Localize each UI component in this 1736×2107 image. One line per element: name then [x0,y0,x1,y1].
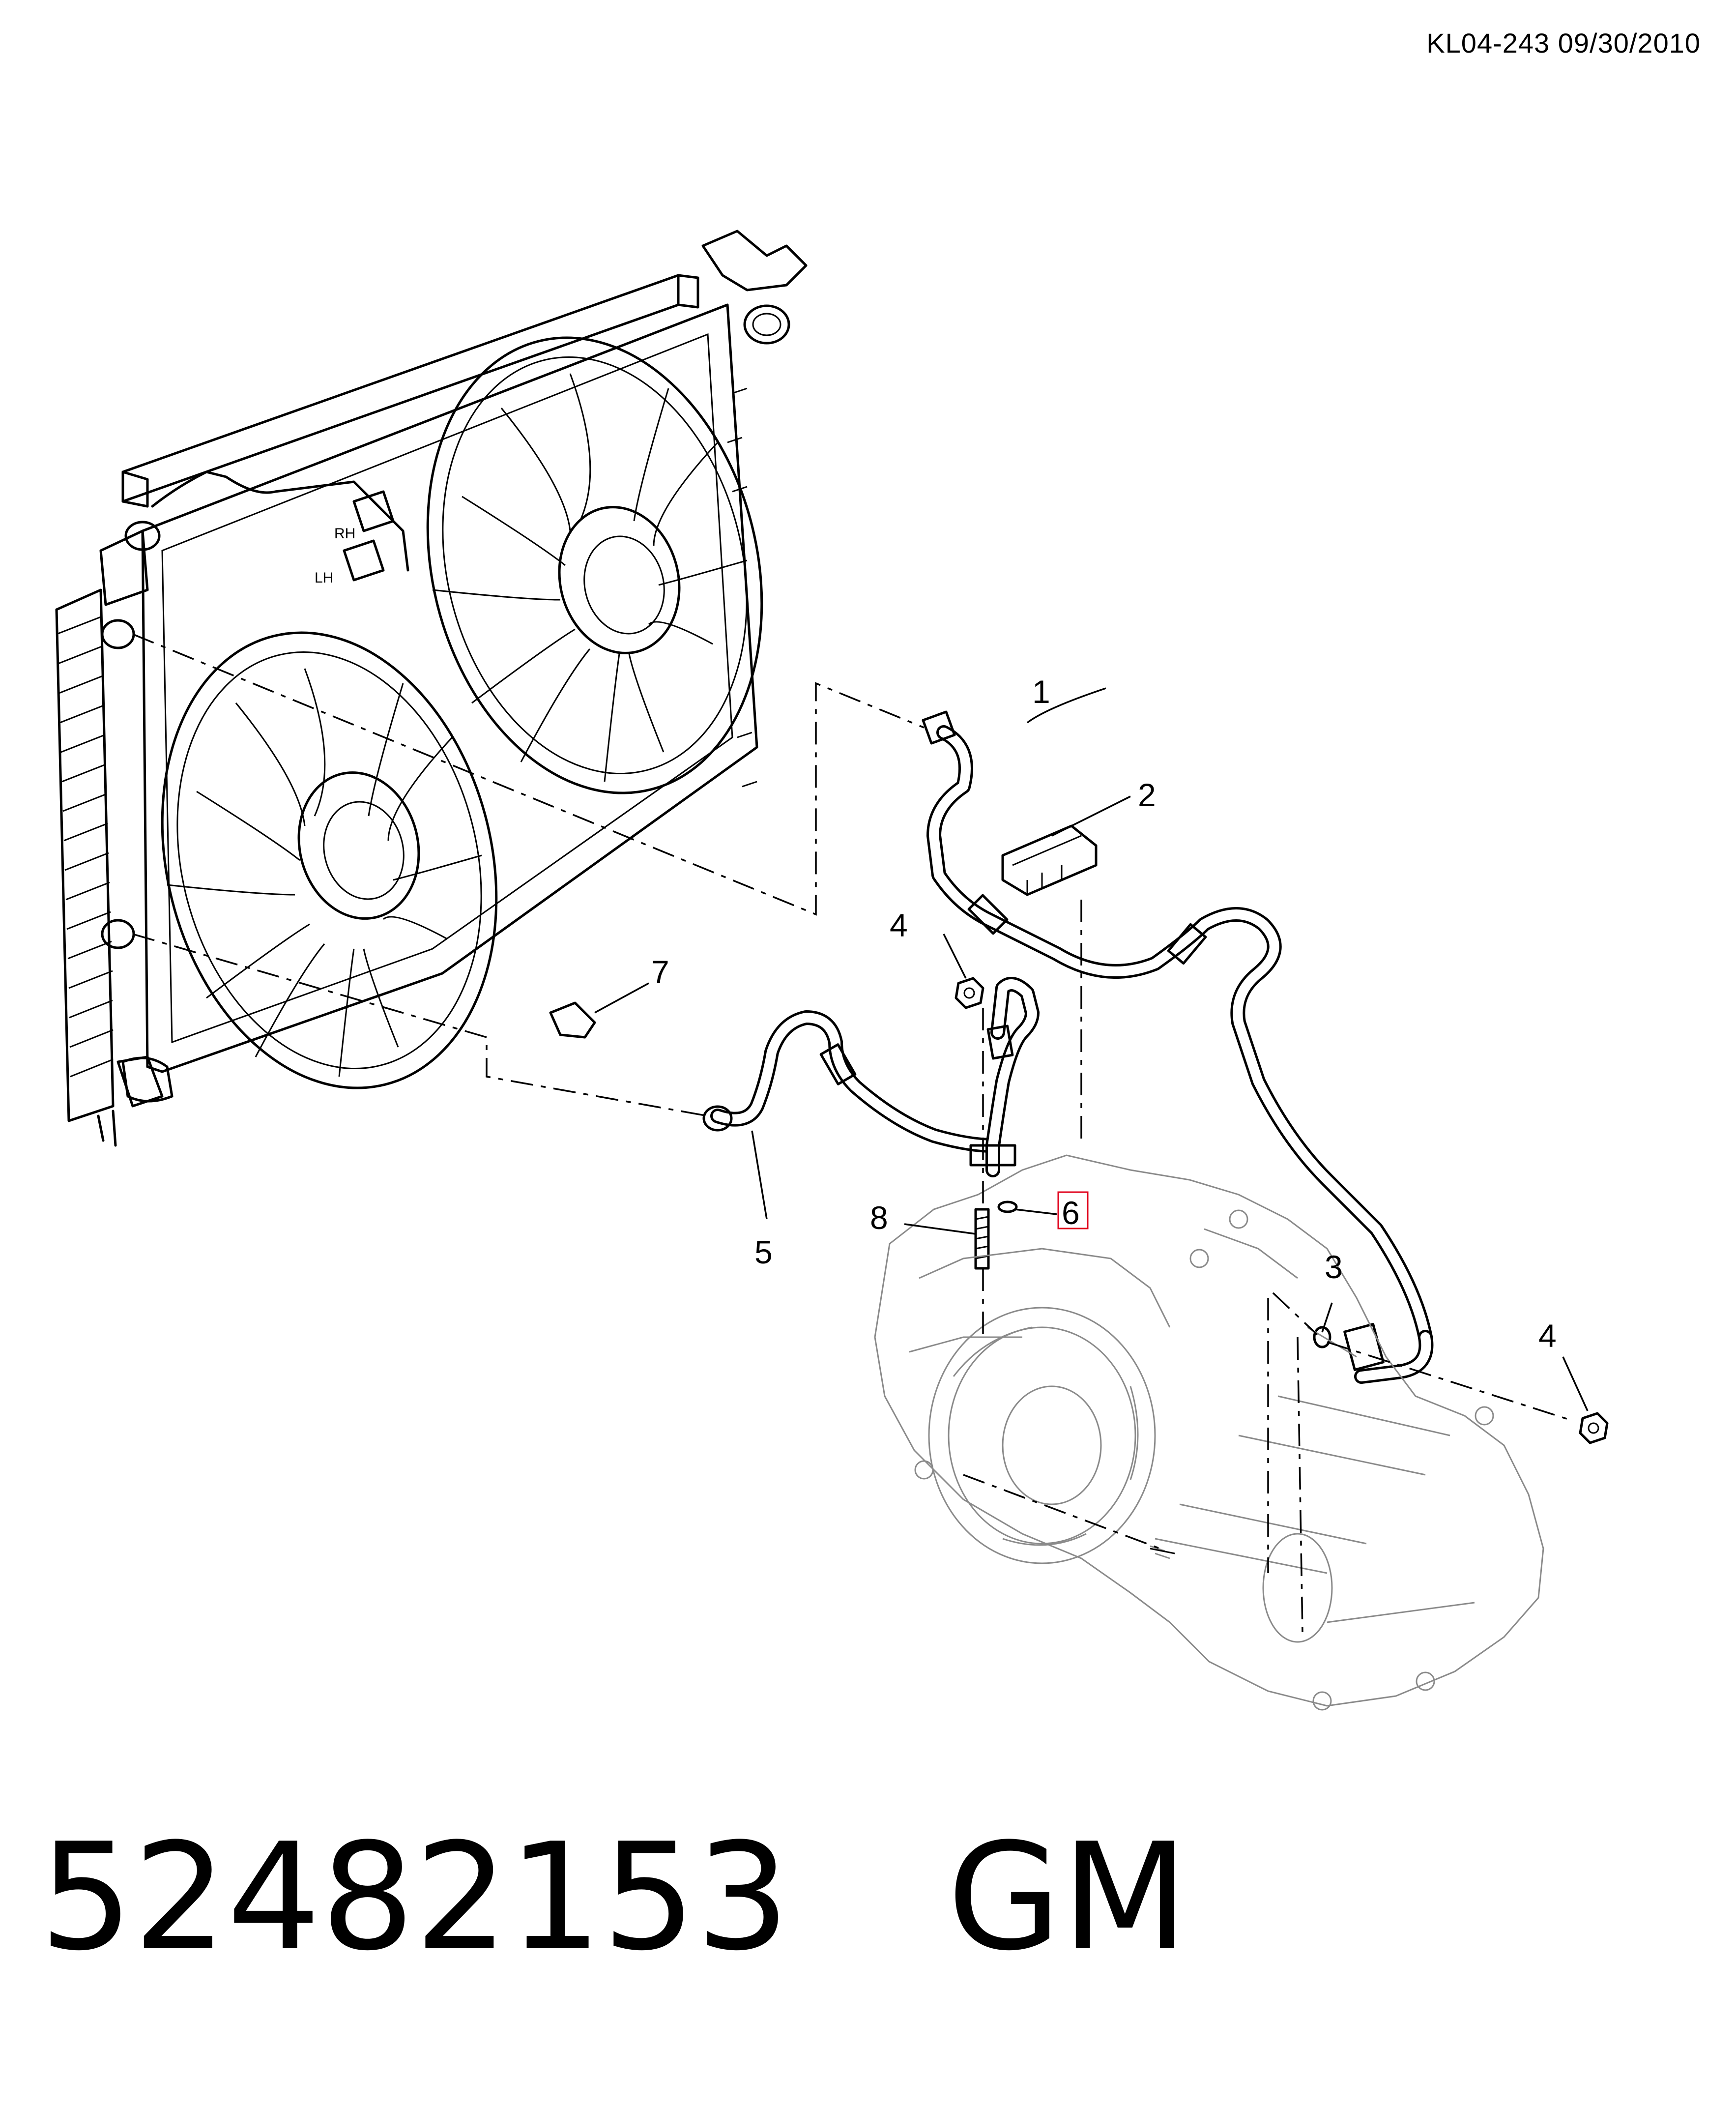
callout-7: 7 [651,954,669,990]
drawing-code: KL04-243 09/30/2010 [1426,28,1701,59]
upper-fan [426,336,763,794]
rh-label: RH [334,526,355,542]
callout-5: 5 [754,1234,773,1270]
callout-8: 8 [870,1200,888,1236]
callout-6-highlight-box [1057,1191,1089,1229]
lh-label: LH [315,570,333,586]
part-number: 52482153 [39,1812,790,1983]
brand-name: GM [947,1812,1189,1983]
clip-part-7 [549,1001,596,1039]
callout-1: 1 [1032,673,1050,710]
lower-fan [161,631,498,1089]
oring-part-6 [997,1200,1018,1213]
callout-4-right: 4 [1538,1317,1557,1354]
hose-part-1 [922,710,1433,1345]
hose-end-right [1313,1323,1434,1384]
callouts: 1 2 3 4 4 5 6 7 8 [651,673,1557,1354]
nut-part-4-left [955,977,984,1009]
callout-2: 2 [1138,777,1156,813]
assembly-lines [132,633,1573,1633]
hose-part-5 [702,1010,1000,1153]
radiator-top-bracket [701,230,808,788]
bracket-part-2 [1001,824,1098,896]
center-pipe [969,977,1040,1177]
callout-4-left: 4 [890,907,908,943]
stud-part-8 [974,1208,990,1270]
callout-3: 3 [1325,1249,1343,1285]
leader-lines [594,687,1589,1411]
nut-part-4-right [1579,1412,1609,1444]
transmission-assembly [874,1154,1544,1711]
callout-6: 6 [1062,1195,1080,1231]
radiator-fan-assembly: RH LH [55,230,808,1147]
